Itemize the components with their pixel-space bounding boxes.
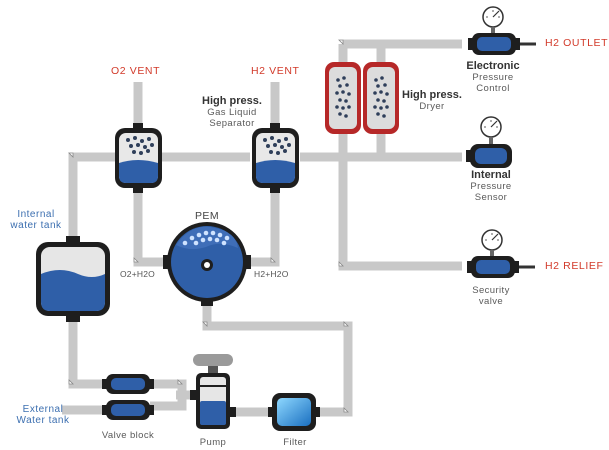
pump[interactable] [190,354,236,429]
separator-title: High press. [202,95,262,107]
pipe-relief [338,157,462,271]
internal-tank-label: Internal water tank [0,209,72,231]
internal-tank-line2: water tank [10,220,62,231]
pem-stack[interactable] [163,222,251,306]
h2-relief-label: H2 RELIEF [545,260,604,272]
external-tank-label: External Water tank [6,404,80,426]
dryer-right[interactable] [363,62,399,134]
pipe-tank-to-valves [68,318,106,389]
pipe-o2-return [133,188,168,267]
filter[interactable] [268,393,320,431]
electronic-pressure-gauge[interactable] [482,6,504,34]
pipe-h2-return [246,188,280,267]
valve-block-upper[interactable] [102,374,154,394]
dryer-line2: Dryer [419,101,445,112]
pipe-corner-marks [68,39,349,413]
internal-pressure-line2: Pressure [470,181,512,192]
dryer-label: High press. Dryer [399,89,465,113]
internal-tank-line1: Internal [17,209,55,220]
external-tank-line2: Water tank [16,415,70,426]
security-valve-line1: Security [472,285,510,296]
security-valve-body[interactable] [467,256,519,278]
security-valve-label: Security valve [462,285,520,307]
h2-gas-liquid-separator[interactable] [252,123,299,193]
internal-pressure-sensor-body[interactable] [466,144,512,168]
internal-water-tank[interactable] [36,236,110,322]
h2-vent-label: H2 VENT [251,65,300,77]
electronic-pressure-valve[interactable] [468,33,520,55]
o2-gas-liquid-separator[interactable] [115,123,162,193]
electronic-pressure-line3: Control [476,83,510,94]
o2-vent-label: O2 VENT [111,65,161,77]
valve-block-lower[interactable] [102,400,154,420]
valve-block-label: Valve block [101,430,155,441]
security-valve-line2: valve [478,296,504,307]
electronic-pressure-label: Electronic Pressure Control [462,60,524,95]
external-tank-line1: External [22,404,64,415]
internal-pressure-line3: Sensor [474,192,508,203]
electronic-pressure-line2: Pressure [472,72,514,83]
separator-line3: Separator [209,118,255,129]
h2-h2o-label: H2+H2O [254,269,289,279]
internal-pressure-gauge[interactable] [480,116,502,145]
h2-outlet-label: H2 OUTLET [545,37,609,49]
electronic-pressure-title: Electronic [466,60,520,72]
dryer-title: High press. [402,89,462,101]
pump-label: Pump [199,437,227,448]
pem-label: PEM [195,210,219,222]
dryer-left[interactable] [325,62,361,134]
security-valve-gauge[interactable] [481,229,503,257]
internal-pressure-title: Internal [471,169,511,181]
separator-label: High press. Gas Liquid Separator [190,95,274,130]
filter-label: Filter [283,437,307,448]
separator-line2: Gas Liquid [207,107,257,118]
internal-pressure-label: Internal Pressure Sensor [462,169,520,204]
o2-h2o-label: O2+H2O [120,269,155,279]
pipe-o2-to-tank [68,152,115,243]
